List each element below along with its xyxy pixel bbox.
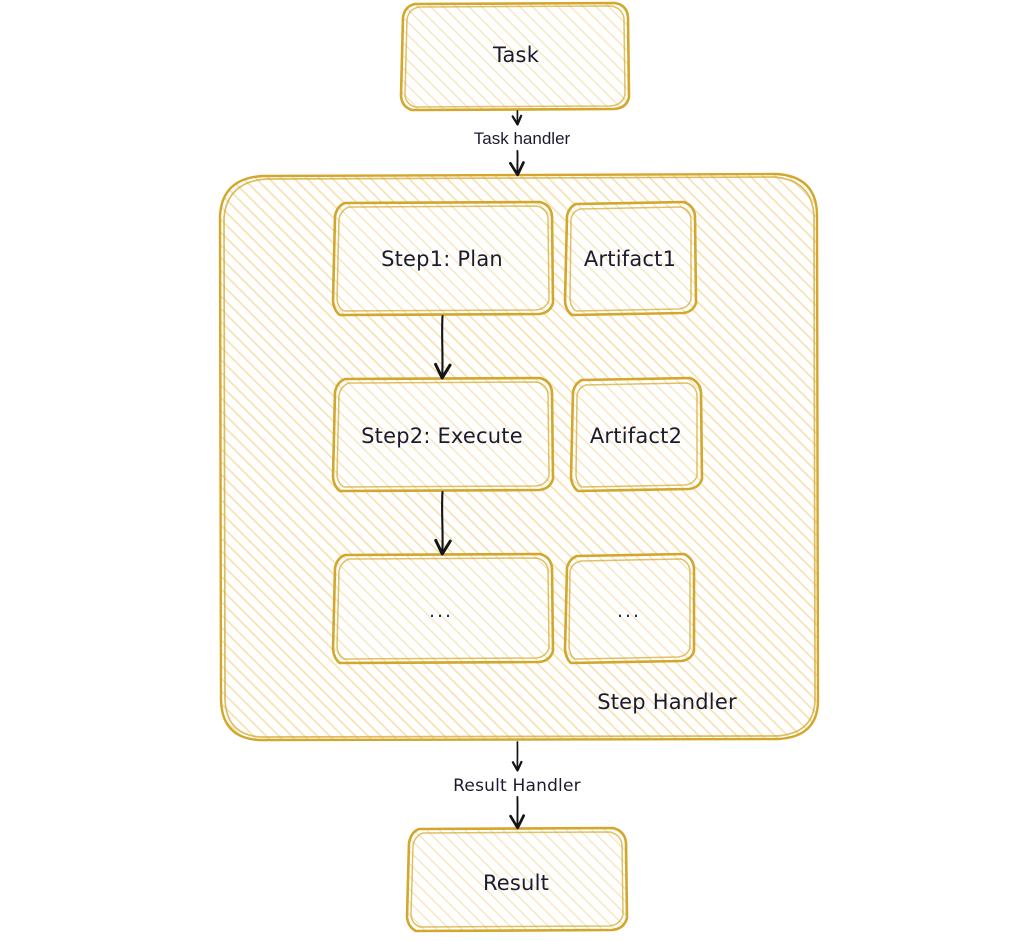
node-step2[interactable] bbox=[331, 376, 555, 493]
node-artifact2[interactable] bbox=[569, 376, 704, 493]
node-task[interactable] bbox=[399, 1, 631, 112]
node-artifact3[interactable] bbox=[563, 552, 696, 665]
node-artifact1[interactable] bbox=[563, 200, 698, 317]
node-result[interactable] bbox=[405, 826, 629, 933]
node-step3[interactable] bbox=[331, 552, 555, 665]
node-step1[interactable] bbox=[331, 200, 555, 317]
edge-step2-to-step3 bbox=[434, 490, 452, 556]
